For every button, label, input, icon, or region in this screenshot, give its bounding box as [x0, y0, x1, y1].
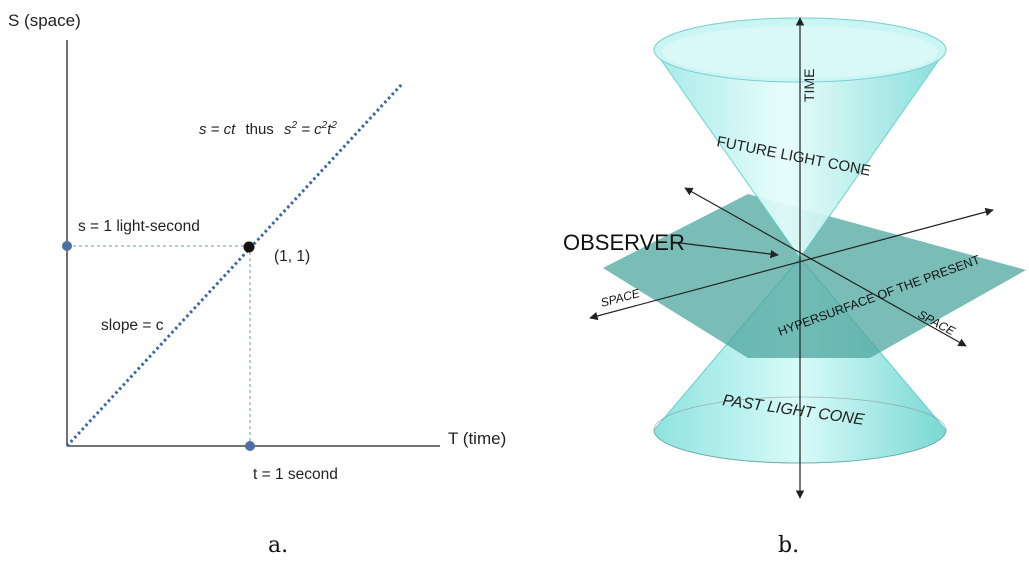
point-label: (1, 1) [274, 248, 310, 265]
t-label: t = 1 second [253, 466, 338, 483]
panel-b: OBSERVER TIME FUTURE LIGHT CONE PAST LIG… [563, 17, 1026, 558]
time-label: TIME [801, 69, 817, 102]
observer-label: OBSERVER [563, 230, 685, 255]
s-point [62, 241, 72, 251]
caption-a: a. [268, 533, 288, 558]
panel-a: S (space) T (time) s = 1 light-second t … [8, 11, 506, 558]
unit-point [243, 241, 255, 253]
light-line [65, 82, 404, 448]
space-axis-2 [589, 207, 994, 321]
caption-b: b. [778, 533, 799, 558]
slope-label: slope = c [101, 317, 164, 334]
y-axis-label: S (space) [8, 11, 81, 30]
observer-arrow [671, 241, 779, 259]
t-point [245, 441, 255, 451]
equation: s = ct thus s2 = c2t2 [199, 120, 337, 138]
s-label: s = 1 light-second [78, 218, 200, 235]
x-axis-label: T (time) [448, 429, 506, 448]
